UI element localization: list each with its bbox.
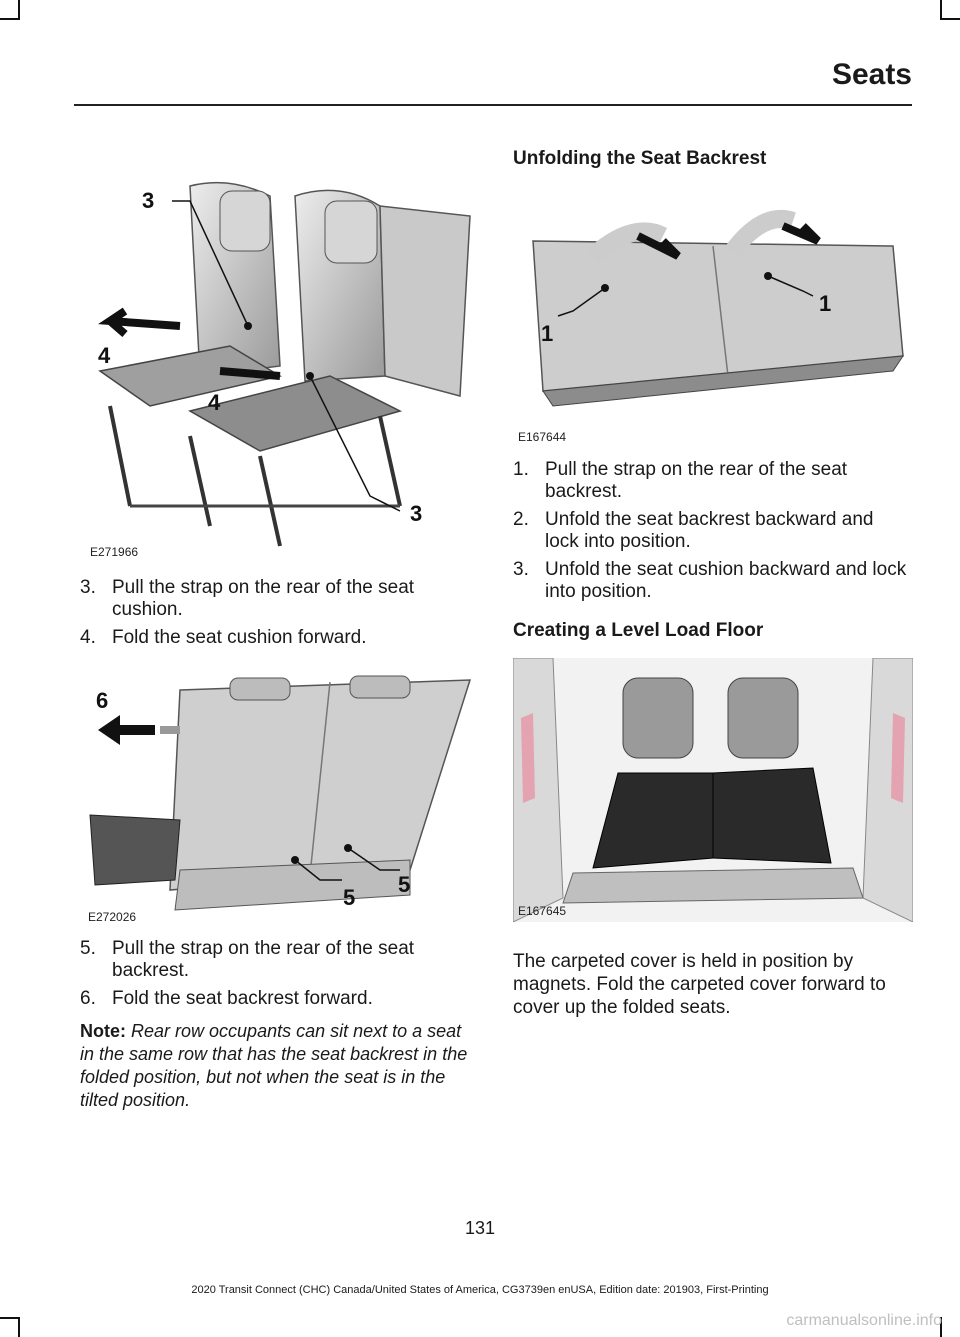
crop-mark [940, 1317, 942, 1337]
note-text: Rear row occupants can sit next to a sea… [80, 1021, 468, 1110]
callout-4-left: 4 [98, 343, 111, 368]
figure-unfold-backrest: 1 1 E167644 [513, 196, 913, 446]
crop-mark [940, 18, 960, 20]
note-label: Note: [80, 1021, 126, 1041]
figure-code: E271966 [90, 545, 139, 559]
page-number: 131 [464, 1218, 496, 1238]
step-item: 5. Pull the strap on the rear of the sea… [80, 938, 415, 981]
figure-level-load-floor: E167645 [513, 658, 913, 922]
callout-3-bottom: 3 [410, 501, 422, 526]
figure-seat-backrest-fold: 6 5 5 E272026 [80, 670, 480, 930]
body-paragraph: The carpeted cover is held in position b… [513, 951, 886, 1018]
step-item: 3. Pull the strap on the rear of the sea… [80, 577, 415, 620]
page-title: Seats [831, 58, 912, 91]
section-heading: Unfolding the Seat Backrest [513, 148, 767, 169]
callout-6: 6 [96, 688, 108, 713]
crop-mark [18, 0, 20, 20]
section-heading: Creating a Level Load Floor [513, 620, 764, 641]
callout-1-right: 1 [819, 291, 831, 316]
step-item: 3. Unfold the seat cushion backward and … [513, 559, 907, 602]
callout-5-right: 5 [398, 872, 410, 897]
figure-code: E167644 [518, 430, 567, 444]
callout-4-center: 4 [208, 390, 221, 415]
crop-mark [0, 1317, 20, 1319]
footer-text: 2020 Transit Connect (CHC) Canada/United… [191, 1284, 769, 1296]
figure-seat-cushion-fold: 3 4 4 3 E271966 [80, 176, 480, 562]
header-divider [74, 104, 912, 106]
callout-5-left: 5 [343, 885, 355, 910]
step-item: 6. Fold the seat backrest forward. [80, 988, 373, 1009]
crop-mark [18, 1317, 20, 1337]
watermark: carmanualsonline.info [786, 1312, 942, 1329]
crop-mark [0, 18, 20, 20]
callout-1-left: 1 [541, 321, 553, 346]
step-item: 2. Unfold the seat backrest backward and… [513, 509, 874, 552]
figure-code: E272026 [88, 910, 137, 924]
figure-code: E167645 [518, 904, 567, 918]
step-item: 4. Fold the seat cushion forward. [80, 627, 367, 648]
note: Note: Rear row occupants can sit next to… [80, 1020, 478, 1112]
step-item: 1. Pull the strap on the rear of the sea… [513, 459, 848, 502]
callout-3-top: 3 [142, 188, 154, 213]
crop-mark [940, 0, 942, 20]
